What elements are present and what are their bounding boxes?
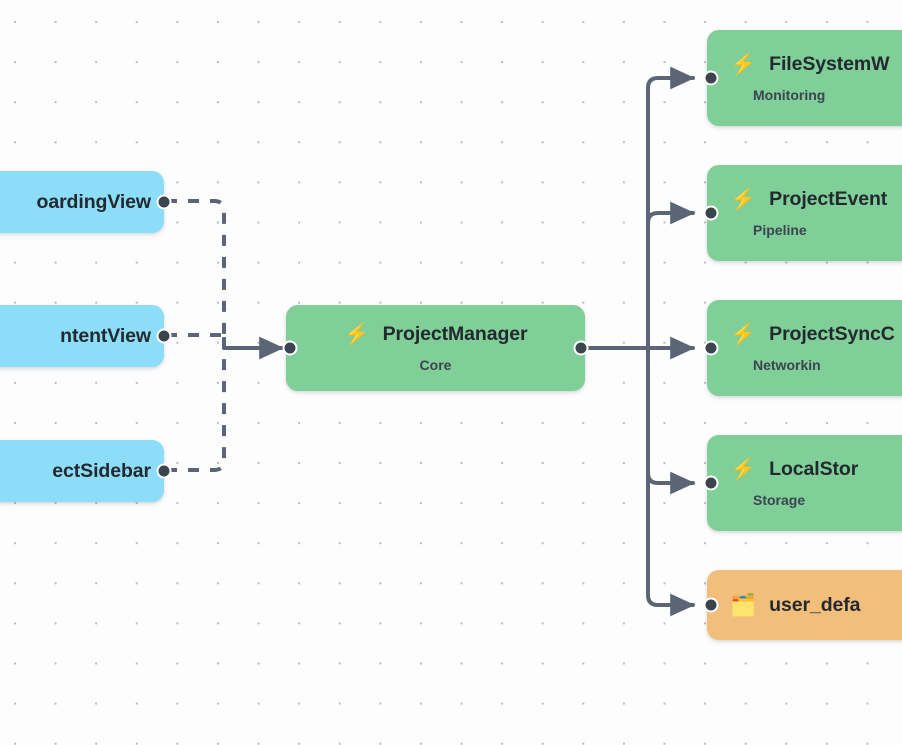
node-title-row: ⚡ FileSystemW	[684, 53, 902, 76]
node-project-sidebar[interactable]: ectSidebar	[0, 440, 164, 502]
port-project-sync-coordinator-input[interactable]	[703, 340, 719, 356]
node-title: ProjectManager	[382, 323, 528, 345]
node-title-row: ⚡ ProjectSyncC	[684, 323, 902, 346]
node-title: oardingView	[36, 190, 152, 213]
node-title: ntentView	[60, 324, 151, 347]
edge-onboardingview-to-projectmanager	[166, 199, 226, 334]
card-index-dividers-icon: 🗂️	[730, 593, 757, 617]
node-title-row: ectSidebar	[0, 460, 177, 483]
node-subtitle: Storage	[753, 492, 806, 508]
lightning-bolt-icon: ⚡	[730, 323, 757, 346]
node-filesystem-watcher[interactable]: ⚡ FileSystemW Monitoring	[707, 30, 902, 126]
node-title-row: ⚡ ProjectManager	[286, 323, 585, 346]
port-project-manager-output[interactable]	[573, 340, 589, 356]
node-subtitle: Pipeline	[753, 222, 807, 238]
lightning-bolt-icon: ⚡	[730, 458, 757, 481]
node-title: user_defa	[769, 593, 861, 616]
node-title-row: ntentView	[0, 325, 177, 348]
lightning-bolt-icon: ⚡	[730, 53, 757, 76]
node-local-storage[interactable]: ⚡ LocalStor Storage	[707, 435, 902, 531]
node-title-row: 🗂️ user_defa	[684, 594, 902, 617]
node-project-sync-coordinator[interactable]: ⚡ ProjectSyncC Networkin	[707, 300, 902, 396]
node-project-event[interactable]: ⚡ ProjectEvent Pipeline	[707, 165, 902, 261]
lightning-bolt-icon: ⚡	[730, 188, 757, 211]
node-title: LocalStor	[769, 458, 859, 480]
port-project-sidebar-output[interactable]	[156, 463, 172, 479]
node-title-row: ⚡ LocalStor	[684, 458, 902, 481]
edge-projectsidebar-to-projectmanager	[166, 336, 226, 472]
edge-projectmanager-to-filesystemwatcher	[646, 66, 695, 350]
node-subtitle: Networkin	[753, 357, 821, 373]
node-title-row: ⚡ ProjectEvent	[684, 188, 902, 211]
port-filesystem-watcher-input[interactable]	[703, 70, 719, 86]
node-project-manager[interactable]: ⚡ ProjectManager Core	[286, 305, 585, 391]
port-local-storage-input[interactable]	[703, 475, 719, 491]
port-user-defaults-input[interactable]	[703, 597, 719, 613]
node-title: FileSystemW	[769, 53, 890, 75]
outgoing-edges	[586, 66, 695, 617]
node-title: ectSidebar	[52, 459, 151, 482]
node-title-row: oardingView	[0, 191, 177, 214]
node-title: ProjectSyncC	[769, 323, 895, 345]
port-project-manager-input[interactable]	[282, 340, 298, 356]
node-subtitle: Monitoring	[753, 87, 826, 103]
node-title: ProjectEvent	[769, 188, 888, 210]
lightning-bolt-icon: ⚡	[343, 323, 370, 346]
port-content-view-output[interactable]	[156, 328, 172, 344]
port-project-event-input[interactable]	[703, 205, 719, 221]
node-subtitle: Core	[419, 357, 452, 373]
node-onboarding-view[interactable]: oardingView	[0, 171, 164, 233]
port-onboarding-view-output[interactable]	[156, 194, 172, 210]
node-user-defaults[interactable]: 🗂️ user_defa	[707, 570, 902, 640]
node-content-view[interactable]: ntentView	[0, 305, 164, 367]
